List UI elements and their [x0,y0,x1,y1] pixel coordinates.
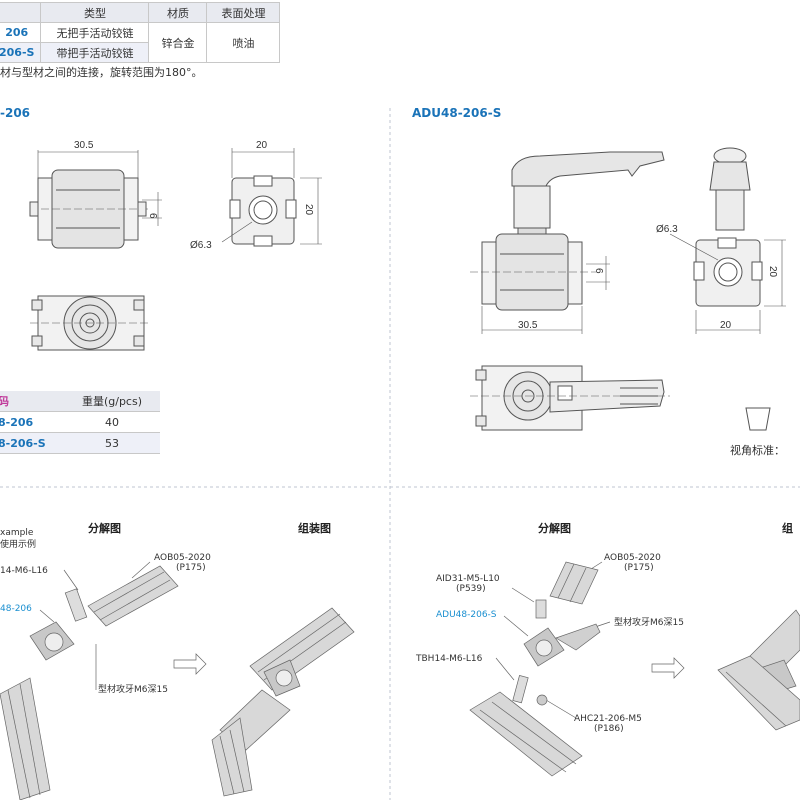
aid-page-label: (P539) [456,584,486,594]
usage-example-right-illustration [469,561,800,777]
spec-header-type: 类型 [40,2,150,23]
dim-height: 20 [767,266,778,278]
view-standard-label: 视角标准： [730,444,785,457]
ahc-page-label: (P186) [594,724,624,734]
weight-table-header: 码 重量(g/pcs) [0,391,160,412]
tap-label: 型材攻牙M6深15 [614,618,684,628]
dim-hole: Ø6.3 [656,224,678,235]
weight-header-weight: 重量(g/pcs) [64,391,160,412]
tap-label: 型材攻牙M6深15 [98,685,168,695]
aob-page-label: (P175) [176,563,206,573]
aid-label: AID31-M5-L10 [436,574,500,584]
spec-header-material: 材质 [148,2,208,23]
right-drawing-title: ADU48-206-S [412,106,502,120]
example-title-en: xample [0,528,34,538]
left-side-view [221,148,322,247]
spec-material: 锌合金 [148,22,208,63]
assembly-view-title: 组 [782,522,793,535]
part-label: 48-206 [0,604,32,614]
weight-table: 码 重量(g/pcs) 8-206 40 8-206-S 53 [0,391,160,454]
spec-header-code [0,2,42,23]
dim-height: 20 [303,204,314,216]
spec-finish: 喷油 [206,22,281,63]
example-title-cn: 使用示例 [0,540,37,550]
dim-hole: Ø6.3 [190,240,212,251]
dim-slot: 6 [593,268,604,274]
aob-page-label: (P175) [624,563,654,573]
aob-label: AOB05-2020 [604,553,661,563]
tbh-label: TBH14-M6-L16 [416,654,483,664]
spec-type: 无把手活动铰链 [40,22,150,43]
bolt-label: 14-M6-L16 [0,566,48,576]
left-drawing-title: -206 [0,106,31,120]
spec-type: 带把手活动铰链 [40,42,150,63]
dim-side: 20 [720,320,732,331]
spec-table: 类型 材质 表面处理 206 无把手活动铰链 锌合金 喷油 206-S 带把手活… [0,2,281,63]
ahc-label: AHC21-206-M5 [574,714,642,724]
weight-value: 40 [64,411,160,433]
spec-header-finish: 表面处理 [206,2,281,23]
left-technical-drawing: 30.5 6 20 20 Ø6.3 [29,140,322,351]
dim-width: 30.5 [518,320,538,331]
exploded-view-title: 分解图 [538,522,571,535]
table-row: 8-206-S 53 [0,432,160,454]
dim-width: 30.5 [74,140,94,151]
usage-example-left-illustration [0,561,355,800]
weight-header-code: 码 [0,391,64,412]
dim-slot: 6 [147,213,158,219]
description-note: 材与型材之间的连接，旋转范围为180°。 [0,66,203,79]
table-row: 8-206 40 [0,411,160,433]
projection-symbol-icon [745,407,771,431]
right-side-view [669,147,786,334]
weight-code: 8-206 [0,411,64,433]
right-technical-drawing: 6 30.5 Ø6.3 20 20 [470,147,786,431]
part-label: ADU48-206-S [436,610,497,620]
table-row: 206 无把手活动铰链 锌合金 喷油 [0,22,281,63]
aob-label: AOB05-2020 [154,553,211,563]
weight-value: 53 [64,432,160,454]
right-top-view [470,365,670,431]
exploded-view-title: 分解图 [88,522,121,535]
left-front-view [29,150,162,249]
right-front-view [470,151,665,334]
left-top-view [30,295,150,351]
weight-code: 8-206-S [0,432,64,454]
assembly-view-title: 组装图 [298,522,331,535]
spec-table-header: 类型 材质 表面处理 [0,2,281,23]
dim-side: 20 [256,140,268,151]
spec-code: 206-S [0,42,42,63]
